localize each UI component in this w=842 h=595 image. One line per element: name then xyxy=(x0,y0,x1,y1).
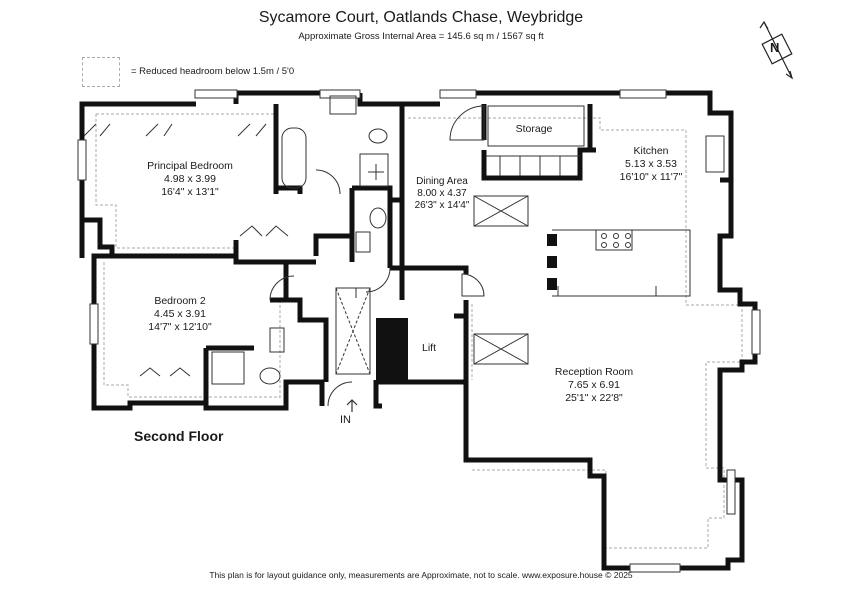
room-storage: Storage xyxy=(496,123,572,136)
room-name: Dining Area xyxy=(416,176,468,187)
room-imperial: 14'7" x 12'10" xyxy=(148,321,212,333)
windows xyxy=(77,89,761,573)
floor-label: Second Floor xyxy=(134,428,224,444)
door-swings xyxy=(83,105,485,407)
entry-label: IN xyxy=(340,414,351,426)
room-imperial: 16'10" x 11'7" xyxy=(619,171,683,183)
room-dining-area: Dining Area 8.00 x 4.37 26'3" x 14'4" xyxy=(404,176,480,212)
compass xyxy=(759,20,794,80)
legend-text: = Reduced headroom below 1.5m / 5'0 xyxy=(131,66,295,77)
fixtures xyxy=(211,95,725,385)
room-principal-bedroom: Principal Bedroom 4.98 x 3.99 16'4" x 13… xyxy=(120,160,260,199)
room-name: Principal Bedroom xyxy=(147,160,233,172)
disclaimer-footer: This plan is for layout guidance only, m… xyxy=(209,570,633,580)
room-metric: 5.13 x 3.53 xyxy=(625,158,677,170)
legend-swatch xyxy=(82,57,120,87)
room-kitchen: Kitchen 5.13 x 3.53 16'10" x 11'7" xyxy=(596,145,706,184)
room-name: Bedroom 2 xyxy=(154,295,206,307)
room-metric: 8.00 x 4.37 xyxy=(417,188,467,199)
room-metric: 4.98 x 3.99 xyxy=(164,173,216,185)
room-name: Lift xyxy=(421,342,436,354)
entry-arrow xyxy=(346,399,358,412)
room-reception: Reception Room 7.65 x 6.91 25'1" x 22'8" xyxy=(526,366,662,405)
north-letter: N xyxy=(770,40,780,55)
room-name: Kitchen xyxy=(633,145,669,157)
room-name: Storage xyxy=(515,123,553,135)
room-imperial: 25'1" x 22'8" xyxy=(565,392,623,404)
plan-title: Sycamore Court, Oatlands Chase, Weybridg… xyxy=(258,9,584,26)
room-imperial: 26'3" x 14'4" xyxy=(414,200,470,211)
room-metric: 7.65 x 6.91 xyxy=(568,379,620,391)
solid-blocks xyxy=(376,234,557,380)
room-metric: 4.45 x 3.91 xyxy=(154,308,206,320)
plan-subtitle: Approximate Gross Internal Area = 145.6 … xyxy=(298,31,544,42)
room-lift: Lift xyxy=(414,342,444,355)
room-bedroom-2: Bedroom 2 4.45 x 3.91 14'7" x 12'10" xyxy=(120,295,240,334)
room-name: Reception Room xyxy=(554,366,634,378)
room-imperial: 16'4" x 13'1" xyxy=(161,186,219,198)
